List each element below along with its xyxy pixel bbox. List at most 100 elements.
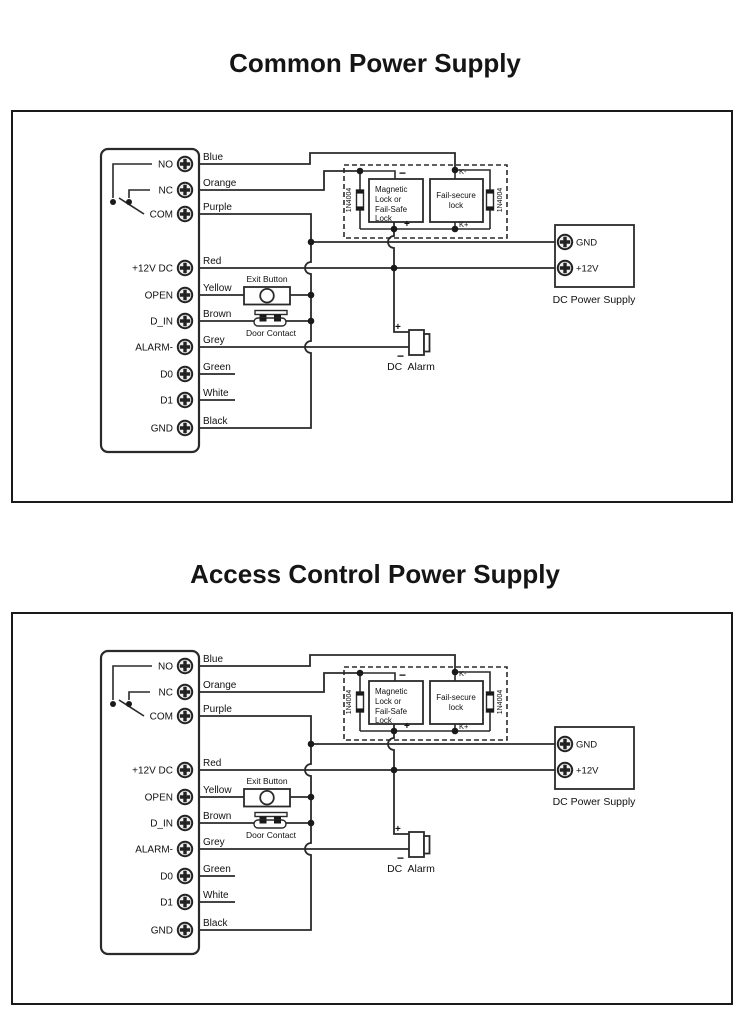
terminal-label-gnd: GND (151, 424, 173, 435)
fail-secure-kminus-mark: K- (459, 167, 467, 176)
dc-alarm-icon (408, 329, 431, 356)
fail-secure-kminus-mark: K- (459, 669, 467, 678)
dc-alarm-label: DC Alarm (387, 361, 435, 373)
alarm-plus-mark: + (395, 322, 401, 333)
supply-12v-label: +12V (576, 766, 599, 777)
wire-label-purple: Purple (203, 704, 232, 715)
fail-secure-kplus-mark: K+ (459, 220, 469, 229)
dc-power-supply: GND +12V DC Power Supply (553, 726, 637, 808)
wire-label-red: Red (203, 758, 221, 769)
terminal-label-com: COM (150, 210, 173, 221)
dc-power-supply-label: DC Power Supply (553, 796, 637, 808)
supply-gnd-label: GND (576, 238, 597, 249)
terminal-label-alarm: ALARM- (135, 845, 173, 856)
diode-right (455, 169, 495, 229)
fail-secure-kplus-mark: K+ (459, 722, 469, 731)
wiring-diagram: Magnetic Lock or Fail-Safe Lock Fail-sec… (99, 649, 637, 956)
dc-power-supply-label: DC Power Supply (553, 294, 637, 306)
alarm-minus-mark: − (397, 851, 404, 865)
fail-secure-label-line1: Fail-secure (436, 693, 476, 702)
terminal-label-12vdc: +12V DC (132, 766, 173, 777)
supply-12v-screw (556, 761, 574, 779)
magnetic-lock-label-line4: Lock (375, 214, 393, 223)
fail-secure-label-line1: Fail-secure (436, 191, 476, 200)
controller-box (99, 649, 201, 956)
wire-label-blue: Blue (203, 654, 223, 665)
wire-blue (199, 654, 456, 672)
diagram-access-control-power-supply: Magnetic Lock or Fail-Safe Lock Fail-sec… (11, 612, 733, 1005)
diode-right-label: 1N4004 (497, 188, 504, 213)
wires (199, 152, 555, 429)
fail-secure-label-line2: lock (449, 201, 464, 210)
terminal-label-din: D_IN (150, 317, 173, 328)
magnetic-lock-label-line3: Fail-Safe (375, 707, 408, 716)
page-title-access-control-power-supply: Access Control Power Supply (190, 559, 560, 589)
supply-gnd-screw (556, 233, 574, 251)
magnetic-lock-minus-mark: − (399, 668, 406, 682)
lock-group-dashed-box (343, 666, 508, 741)
fail-secure-lock-box (429, 680, 484, 725)
door-contact-label: Door Contact (246, 830, 297, 840)
magnetic-lock-label-line1: Magnetic (375, 185, 407, 194)
terminal-label-no: NO (158, 160, 173, 171)
magnetic-lock-minus-mark: − (399, 166, 406, 180)
diagram-common-power-supply: Magnetic Lock or Fail-Safe Lock Fail-sec… (11, 110, 733, 503)
terminal-labels: NO NC COM +12V DC OPEN D_IN ALARM- D0 D1… (132, 662, 173, 937)
relay-switch-icon (110, 163, 152, 215)
dc-power-supply-box (554, 224, 635, 288)
wire-orange (199, 170, 360, 191)
diode-left (355, 171, 365, 229)
wire-label-brown: Brown (203, 309, 231, 320)
diode-right (455, 671, 495, 731)
wire-color-labels: Blue Orange Purple Red Yellow Brown Grey… (203, 152, 237, 427)
wire-label-grey: Grey (203, 335, 225, 346)
wire-label-red: Red (203, 256, 221, 267)
lock-group: Magnetic Lock or Fail-Safe Lock Fail-sec… (343, 164, 508, 239)
terminal-label-open: OPEN (145, 793, 173, 804)
wire-label-black: Black (203, 918, 228, 929)
exit-button-label: Exit Button (246, 274, 287, 284)
terminal-label-no: NO (158, 662, 173, 673)
terminal-label-d0: D0 (160, 872, 173, 883)
alarm-plus-mark: + (395, 824, 401, 835)
alarm-minus-mark: − (397, 349, 404, 363)
wire-lock-plus-to-alarm (387, 724, 409, 835)
magnetic-lock-plus-mark: + (404, 721, 410, 732)
wire-label-orange: Orange (203, 680, 237, 691)
wire-purple-gnd-bus (199, 213, 312, 429)
supply-gnd-screw (556, 735, 574, 753)
door-contact-icon (253, 309, 288, 327)
terminal-label-nc: NC (159, 186, 173, 197)
wire-label-green: Green (203, 362, 231, 373)
terminal-label-gnd: GND (151, 926, 173, 937)
terminal-labels: NO NC COM +12V DC OPEN D_IN ALARM- D0 D1… (132, 160, 173, 435)
dc-power-supply-box (554, 726, 635, 790)
terminal-label-d1: D1 (160, 396, 173, 407)
supply-12v-label: +12V (576, 264, 599, 275)
magnetic-lock-label-line1: Magnetic (375, 687, 407, 696)
lock-group-dashed-box (343, 164, 508, 239)
fail-secure-lock-box (429, 178, 484, 223)
fail-secure-label-line2: lock (449, 703, 464, 712)
terminal-label-alarm: ALARM- (135, 343, 173, 354)
magnetic-lock-label-line2: Lock or (375, 697, 402, 706)
wiring-diagram: Magnetic Lock or Fail-Safe Lock Fail-sec… (99, 147, 637, 454)
wire-label-blue: Blue (203, 152, 223, 163)
wire-label-black: Black (203, 416, 228, 427)
terminal-label-com: COM (150, 712, 173, 723)
terminal-label-12vdc: +12V DC (132, 264, 173, 275)
magnetic-lock-label-line3: Fail-Safe (375, 205, 408, 214)
junction-dots (307, 238, 398, 325)
wire-label-grey: Grey (203, 837, 225, 848)
dc-alarm-icon (408, 831, 431, 858)
wire-label-yellow: Yellow (203, 785, 232, 796)
diode-left-label: 1N4004 (346, 188, 353, 213)
magnetic-lock-label-line2: Lock or (375, 195, 402, 204)
wire-label-white: White (203, 388, 229, 399)
wire-label-brown: Brown (203, 811, 231, 822)
magnetic-lock-box (368, 178, 424, 223)
controller-terminal-screws (176, 155, 194, 437)
wires (199, 654, 555, 931)
supply-gnd-label: GND (576, 740, 597, 751)
exit-button-label: Exit Button (246, 776, 287, 786)
